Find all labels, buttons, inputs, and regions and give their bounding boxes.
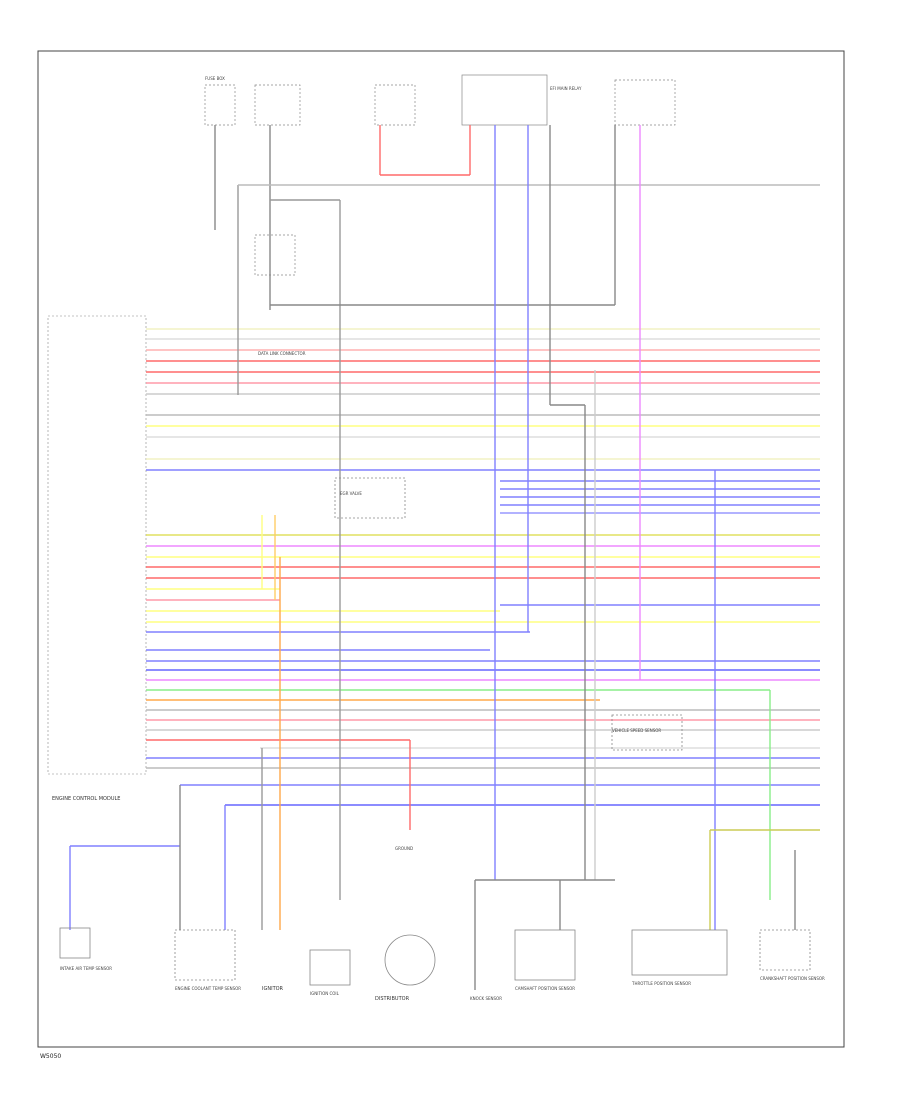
fuse-box-label: FUSE BOX xyxy=(205,76,225,81)
egr-label: EGR VALVE xyxy=(340,491,362,496)
vertical-wires xyxy=(69,125,820,990)
knock-sensor-label: KNOCK SENSOR xyxy=(470,996,502,1001)
data-link-label: DATA LINK CONNECTOR xyxy=(258,351,306,356)
cam-sensor-label: CAMSHAFT POSITION SENSOR xyxy=(515,986,575,991)
top-components xyxy=(204,74,676,276)
ect-sensor-label: ENGINE COOLANT TEMP SENSOR xyxy=(175,986,241,991)
ecm-box xyxy=(47,315,147,775)
speed-sensor-label: VEHICLE SPEED SENSOR xyxy=(612,728,661,733)
ecm-wires xyxy=(70,328,820,847)
main-relay-label: EFI MAIN RELAY xyxy=(550,86,582,91)
iat-sensor-label: INTAKE AIR TEMP SENSOR xyxy=(60,966,112,971)
footer-code: W5050 xyxy=(40,1053,61,1060)
throttle-sensor-label: THROTTLE POSITION SENSOR xyxy=(631,981,691,986)
crank-sensor-label: CRANKSHAFT POSITION SENSOR xyxy=(760,976,825,981)
ignition-coil-label: IGNITION COIL xyxy=(310,991,340,996)
bottom-components xyxy=(59,477,811,986)
ignitor-label: IGNITOR xyxy=(262,986,284,992)
ecm-label: ENGINE CONTROL MODULE xyxy=(52,796,120,802)
diagram-frame xyxy=(37,50,845,1048)
distributor-label: DISTRIBUTOR xyxy=(375,996,410,1002)
ground-label: GROUND xyxy=(395,846,413,851)
